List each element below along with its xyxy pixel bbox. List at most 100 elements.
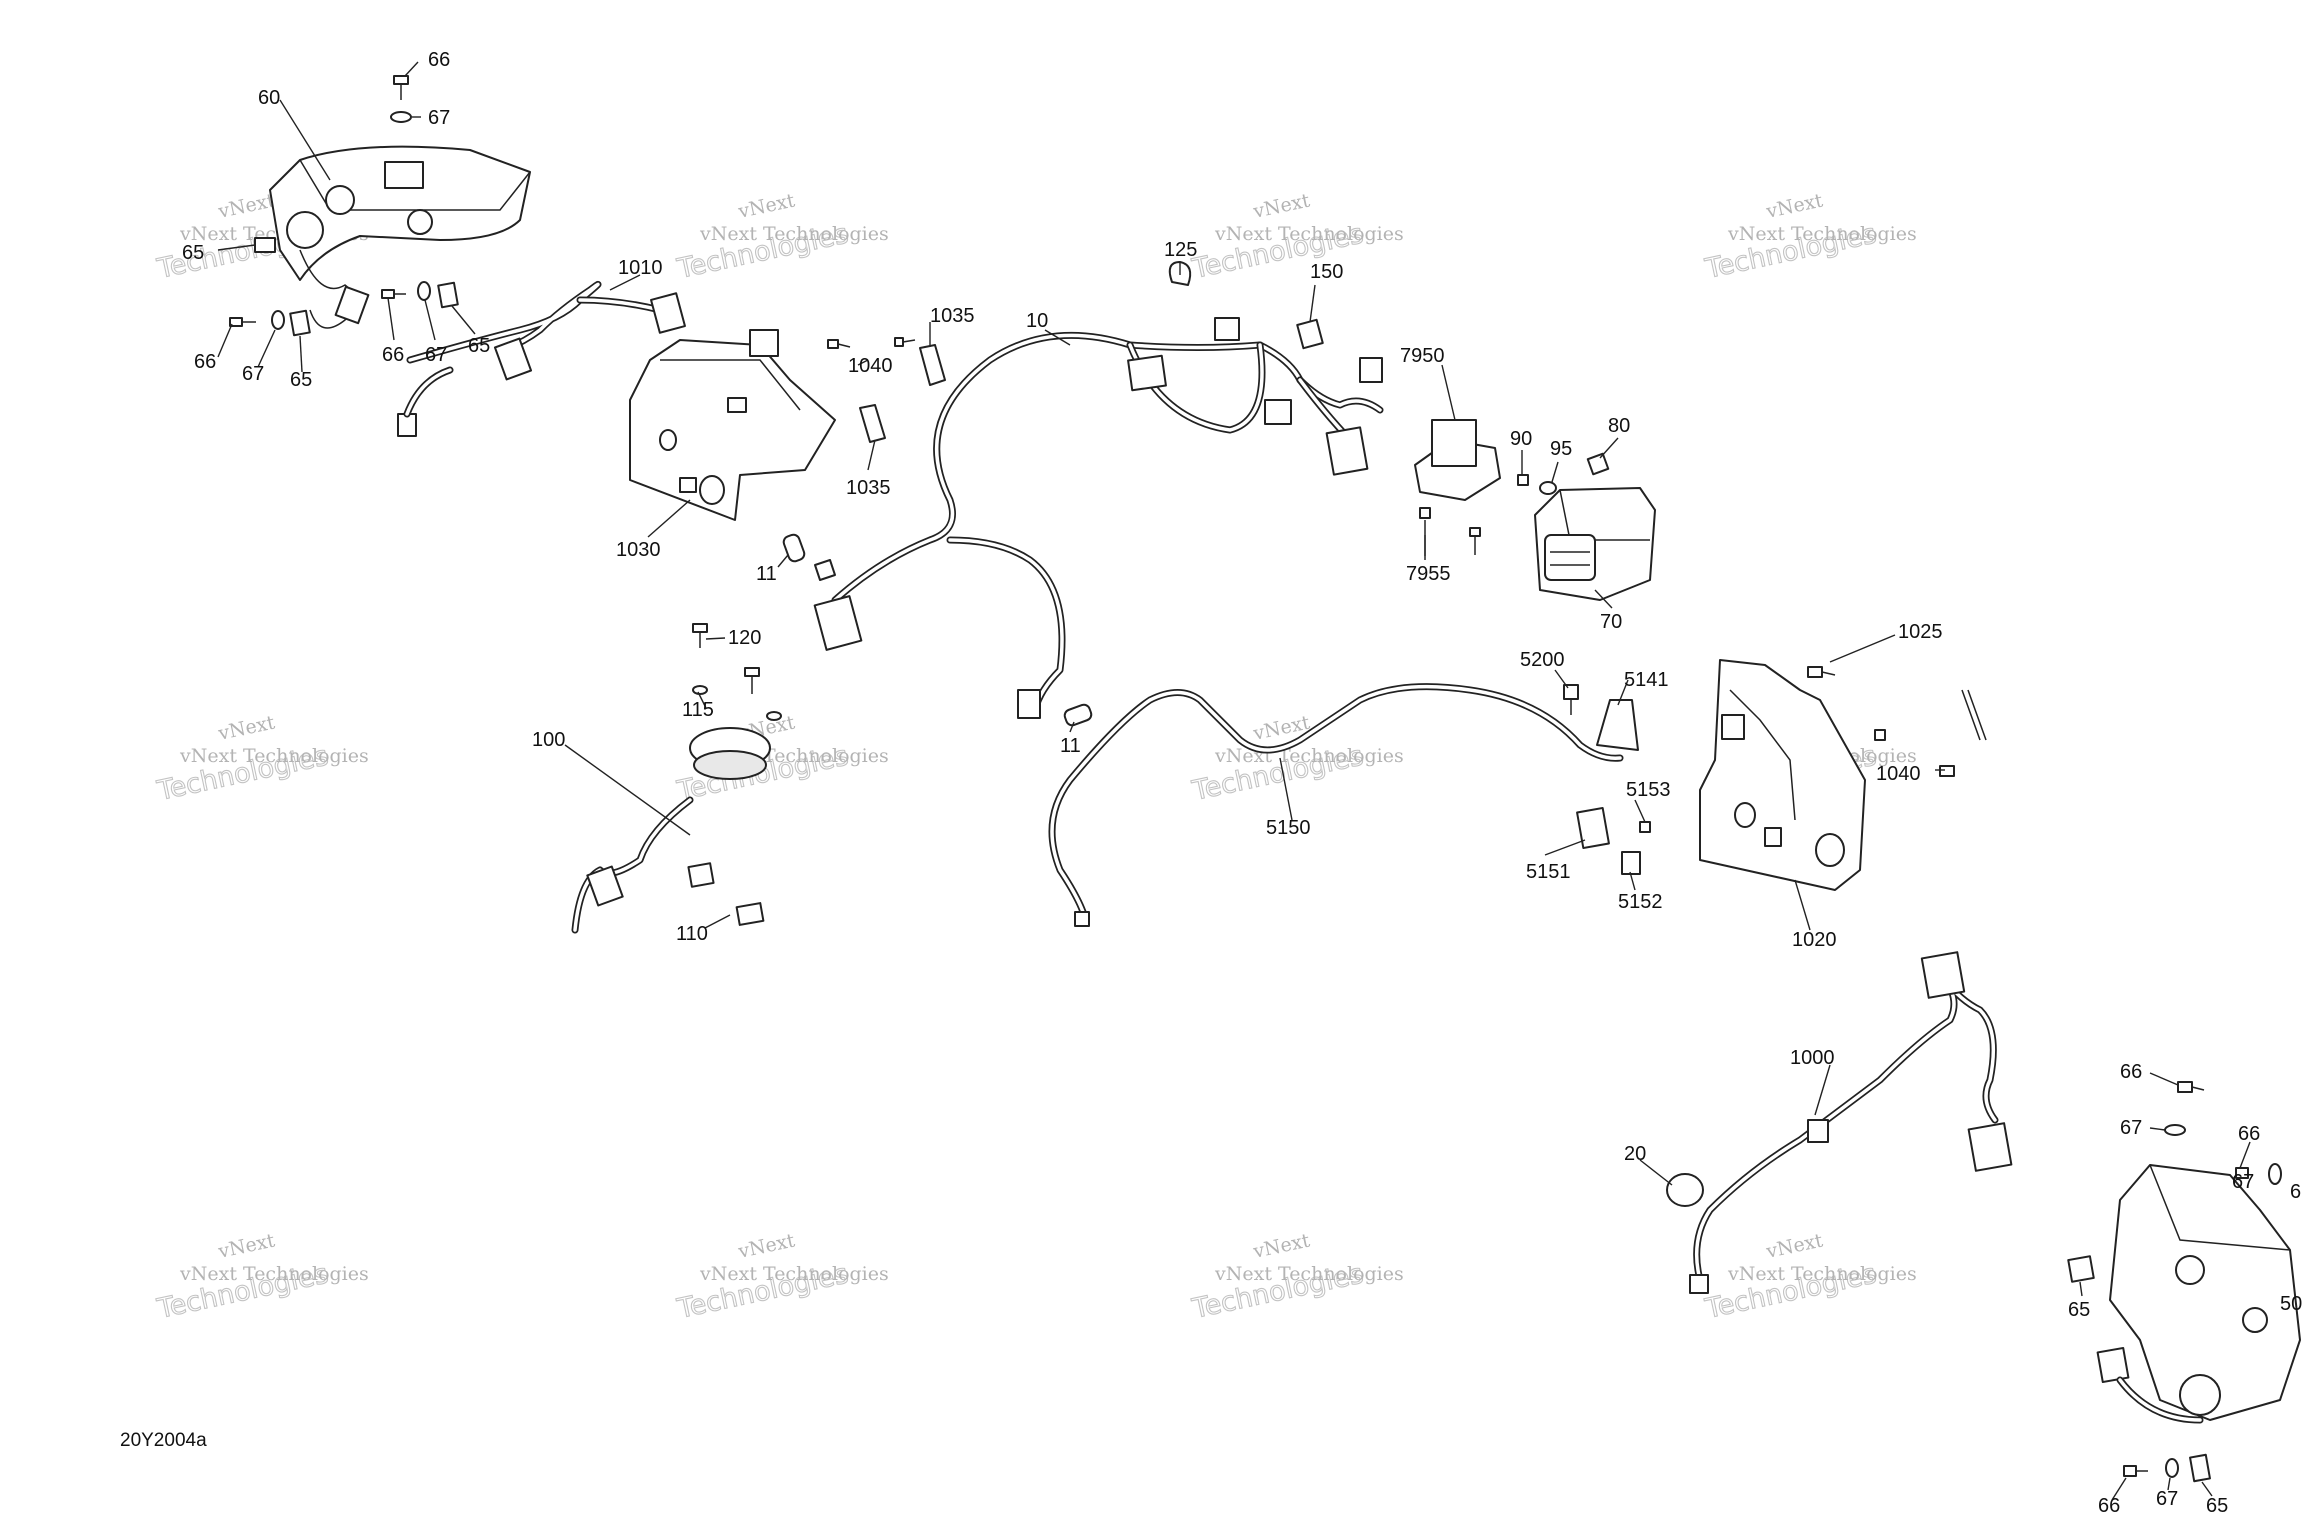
callout-95: 95 xyxy=(1550,438,1572,460)
callout-65: 65 xyxy=(290,369,312,391)
grommet-20 xyxy=(1666,1173,1704,1207)
fasteners-bottom-right xyxy=(2067,1081,2282,1483)
screw-icon xyxy=(2177,1081,2205,1093)
washer-icon xyxy=(2164,1124,2186,1136)
bracket-1020 xyxy=(1699,659,1866,891)
svg-text:vNext Technologies: vNext Technologies xyxy=(1214,223,1404,245)
harness-1010 xyxy=(397,280,686,437)
svg-text:vNext Technologies: vNext Technologies xyxy=(699,223,889,245)
svg-text:vNext: vNext xyxy=(1250,189,1312,223)
callout-115: 115 xyxy=(682,699,714,721)
parts-5151-5152-5153 xyxy=(1576,807,1651,875)
callout-67: 67 xyxy=(425,344,447,366)
screw-icon xyxy=(1639,821,1651,833)
clip-150 xyxy=(1296,318,1324,350)
callout-6: 6 xyxy=(2290,1181,2301,1203)
fasteners-5200-5141 xyxy=(1563,684,1639,751)
watermark: vNext vNext Technologies Technologies xyxy=(153,711,369,807)
callout-100: 100 xyxy=(532,729,565,751)
washer-icon xyxy=(390,111,412,123)
screw-icon xyxy=(1563,684,1579,715)
screw-icon xyxy=(393,75,409,100)
bracket-1030 xyxy=(629,329,836,521)
watermark: vNext vNext Technologies Technologies xyxy=(1701,1229,1916,1325)
svg-text:vNext: vNext xyxy=(215,711,277,745)
callout-1000: 1000 xyxy=(1790,1047,1835,1069)
svg-text:vNext: vNext xyxy=(1763,189,1825,223)
callout-11: 11 xyxy=(756,563,777,585)
callout-67: 67 xyxy=(242,363,264,385)
svg-text:vNext: vNext xyxy=(215,189,277,223)
cable-tie-11b xyxy=(1063,703,1093,727)
callout-67: 67 xyxy=(2120,1117,2142,1139)
svg-text:vNext Technologies: vNext Technologies xyxy=(699,1263,889,1285)
clip-nuts-110 xyxy=(687,862,765,926)
callout-10: 10 xyxy=(1026,310,1048,332)
callout-67: 67 xyxy=(428,107,450,129)
watermark: vNext vNext Technologies Technologies xyxy=(153,1229,369,1325)
washer-icon xyxy=(1539,481,1557,495)
fasteners-90-95-80 xyxy=(1517,452,1610,495)
watermark: vNext vNext Technologies Technologies xyxy=(1188,189,1404,285)
svg-text:vNext Technologies: vNext Technologies xyxy=(179,745,369,767)
callout-66: 66 xyxy=(382,344,404,366)
fasteners-top-left xyxy=(229,75,459,337)
screw-icon xyxy=(229,317,256,327)
screw-icon xyxy=(2235,1167,2249,1179)
callout-65: 65 xyxy=(2206,1495,2228,1517)
ground-wire-5150 xyxy=(1048,683,1624,927)
washer-icon xyxy=(2165,1458,2179,1478)
svg-text:vNext: vNext xyxy=(1763,1229,1825,1263)
callout-150: 150 xyxy=(1310,261,1343,283)
callout-7950: 7950 xyxy=(1400,345,1445,367)
callout-5152: 5152 xyxy=(1618,891,1663,913)
callout-5151: 5151 xyxy=(1526,861,1571,883)
screw-icon xyxy=(381,289,406,299)
callout-1025: 1025 xyxy=(1898,621,1943,643)
fasteners-120-115 xyxy=(692,623,782,721)
callout-65: 65 xyxy=(468,335,490,357)
svg-text:vNext: vNext xyxy=(1250,1229,1312,1263)
callout-1035: 1035 xyxy=(846,477,891,499)
callout-65: 65 xyxy=(2068,1299,2090,1321)
screw-icon xyxy=(1807,666,1836,678)
screw-icon xyxy=(2123,1465,2148,1477)
watermark: vNext vNext Technologies Technologies xyxy=(673,189,889,285)
washer-icon xyxy=(271,310,285,330)
callout-70: 70 xyxy=(1600,611,1622,633)
display-cluster-70 xyxy=(1534,487,1656,601)
clip-nut-icon xyxy=(2189,1453,2211,1483)
screw-icon xyxy=(827,339,851,349)
callout-66: 66 xyxy=(2098,1495,2120,1517)
callout-1040: 1040 xyxy=(848,355,893,377)
screw-icon xyxy=(1874,729,1886,741)
washer-icon xyxy=(766,711,782,721)
screw-icon xyxy=(744,667,760,694)
washer-icon xyxy=(692,685,708,695)
svg-text:vNext Technologies: vNext Technologies xyxy=(1214,1263,1404,1285)
callout-66: 66 xyxy=(194,351,216,373)
headlamp-left xyxy=(254,145,531,329)
callout-50: 50 xyxy=(2280,1293,2302,1315)
watermark: vNext vNext Technologies Technologies xyxy=(673,1229,889,1325)
svg-text:vNext Technologies: vNext Technologies xyxy=(1727,223,1917,245)
callout-1020: 1020 xyxy=(1792,929,1837,951)
screw-icon xyxy=(1939,765,1955,777)
watermark: vNext vNext Technologies Technologies xyxy=(1188,1229,1404,1325)
callout-65: 65 xyxy=(182,242,204,264)
clip-nut-icon xyxy=(289,309,311,337)
callout-66: 66 xyxy=(428,49,450,71)
callout-1035: 1035 xyxy=(930,305,975,327)
callout-1030: 1030 xyxy=(616,539,661,561)
headlamp-right xyxy=(2096,1164,2301,1424)
cable-tie-11a xyxy=(782,533,806,563)
callout-67: 67 xyxy=(2156,1488,2178,1510)
svg-text:vNext Technologies: vNext Technologies xyxy=(179,1263,369,1285)
svg-text:vNext: vNext xyxy=(735,189,797,223)
svg-text:vNext: vNext xyxy=(215,1229,277,1263)
washer-icon xyxy=(417,281,431,301)
watermark: vNext vNext Technologies Technologies xyxy=(1701,189,1917,285)
harness-1000 xyxy=(1689,951,2013,1294)
clip-nut-icon xyxy=(2067,1255,2095,1283)
